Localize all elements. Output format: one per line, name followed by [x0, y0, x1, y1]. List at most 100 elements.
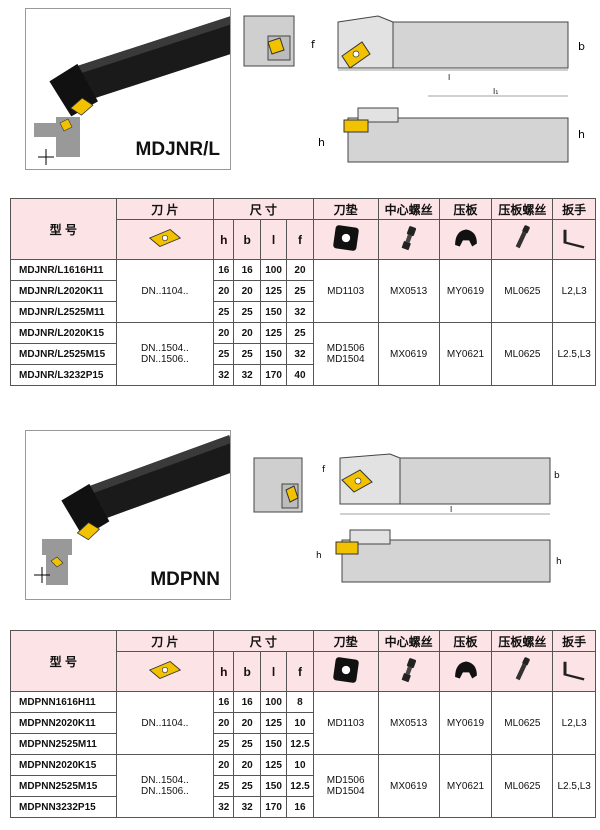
header-insert: 刀 片 [115, 630, 215, 652]
h-cell: 25 [213, 775, 235, 797]
b-cell: 20 [233, 322, 261, 344]
header-l: l [259, 219, 288, 260]
header-insert: 刀 片 [115, 198, 215, 220]
l-cell: 125 [259, 280, 288, 302]
header-center-screw: 中心螺丝 [377, 630, 440, 652]
l-cell: 125 [259, 322, 288, 344]
label-h-right: h [578, 128, 585, 141]
model-cell: MDPNN3232P15 [10, 796, 117, 818]
clamp-cell: MY0619 [438, 691, 493, 755]
tool-holder-image [34, 435, 242, 585]
h-cell: 25 [213, 733, 235, 755]
model-cell: MDPNN2020K15 [10, 754, 117, 776]
tool-title: MDPNN [150, 569, 220, 590]
center-screw-cell: MX0619 [377, 754, 440, 818]
f-cell: 32 [286, 343, 314, 365]
header-dims: 尺 寸 [213, 630, 314, 652]
l-cell: 170 [259, 796, 288, 818]
f-cell: 16 [286, 796, 314, 818]
insert-value: DN..1506.. [140, 354, 189, 365]
table-row: MDPNN2020K15 DN..1504..DN..1506.. 20 20 … [10, 754, 596, 818]
table-row: MDJNR/L3232P15 32 32 170 40 [10, 364, 596, 386]
model-cell: MDJNR/L2525M15 [10, 343, 117, 365]
h-cell: 20 [213, 322, 235, 344]
square-shim-icon [312, 219, 379, 260]
header-shim: 刀垫 [312, 198, 379, 220]
b-cell: 20 [233, 754, 261, 776]
shim-value: MD1506 [326, 775, 365, 786]
model-cell: MDJNR/L2020K15 [10, 322, 117, 344]
hex-wrench-icon [552, 219, 596, 260]
table-row: MDJNR/L2525M11 25 25 150 32 [10, 301, 596, 323]
diamond-insert-icon [115, 219, 215, 260]
model-cell: MDPNN2020K11 [10, 712, 117, 734]
diamond-insert-icon [115, 651, 215, 692]
l-cell: 150 [259, 301, 288, 323]
tool-holder-image [34, 13, 249, 165]
l-cell: 170 [259, 364, 288, 386]
h-cell: 25 [213, 301, 235, 323]
shim-cell: MD1103 [312, 691, 379, 755]
clamp-icon [438, 219, 493, 260]
header-model: 型 号 [10, 630, 117, 692]
model-cell: MDJNR/L2020K11 [10, 280, 117, 302]
f-cell: 20 [286, 259, 314, 281]
l-cell: 125 [259, 754, 288, 776]
label-h: h [318, 136, 325, 149]
tool-photo-box: MDJNR/L [25, 8, 249, 170]
h-cell: 20 [213, 754, 235, 776]
l-cell: 150 [259, 343, 288, 365]
label-b: b [578, 40, 585, 53]
model-cell: MDPNN1616H11 [10, 691, 117, 713]
b-cell: 32 [233, 364, 261, 386]
label-b: b [554, 471, 560, 481]
insert-value: DN..1504.. [140, 343, 189, 354]
header-shim: 刀垫 [312, 630, 379, 652]
table-row: MDJNR/L2525M15 25 25 150 32 [10, 343, 596, 365]
table-row: MDJNR/L2020K15 DN..1504..DN..1506.. 20 2… [10, 322, 596, 386]
clamp-cell: MY0621 [438, 754, 493, 818]
table-row: MDJNR/L2020K11 20 20 125 25 [10, 280, 596, 302]
b-cell: 25 [233, 775, 261, 797]
f-cell: 12.5 [286, 775, 314, 797]
b-cell: 25 [233, 301, 261, 323]
wrench-cell: L2.5,L3 [552, 754, 596, 818]
model-cell: MDPNN2525M15 [10, 775, 117, 797]
wrench-cell: L2,L3 [552, 691, 596, 755]
header-b: b [233, 219, 261, 260]
f-cell: 40 [286, 364, 314, 386]
header-center-screw: 中心螺丝 [377, 198, 440, 220]
spec-table: 型 号 刀 片 尺 寸 刀垫 中心螺丝 压板 压板螺丝 扳手 h b l f M… [10, 630, 596, 818]
hex-wrench-icon [552, 651, 596, 692]
model-cell: MDPNN2525M11 [10, 733, 117, 755]
f-cell: 32 [286, 301, 314, 323]
h-cell: 25 [213, 343, 235, 365]
clamp-screw-cell: ML0625 [491, 691, 554, 755]
wrench-cell: L2,L3 [552, 259, 596, 323]
label-l: l [450, 505, 452, 514]
f-cell: 10 [286, 712, 314, 734]
clamp-screw-icon [491, 651, 554, 692]
f-cell: 10 [286, 754, 314, 776]
tool-section-1: MDJNR/L f b l l₁ h h 型 号 刀 片 尺 [0, 0, 600, 400]
l-cell: 150 [259, 733, 288, 755]
insert-value: DN..1506.. [140, 786, 189, 797]
tool-photo-box: MDPNN [25, 430, 242, 600]
clamp-screw-cell: ML0625 [491, 322, 554, 386]
table-row: MDPNN3232P15 32 32 170 16 [10, 796, 596, 818]
label-f: f [322, 465, 326, 475]
insert-cell: DN..1104.. [115, 691, 215, 755]
spec-table: 型 号 刀 片 尺 寸 刀垫 中心螺丝 压板 压板螺丝 扳手 h b l f M… [10, 198, 596, 386]
h-cell: 20 [213, 280, 235, 302]
header-b: b [233, 651, 261, 692]
header-f: f [286, 651, 314, 692]
b-cell: 25 [233, 343, 261, 365]
f-cell: 8 [286, 691, 314, 713]
f-cell: 25 [286, 280, 314, 302]
clamp-cell: MY0619 [438, 259, 493, 323]
square-shim-icon [312, 651, 379, 692]
label-l1: l₁ [493, 87, 498, 96]
technical-drawing: f b l l₁ h h [243, 15, 585, 163]
h-cell: 32 [213, 364, 235, 386]
